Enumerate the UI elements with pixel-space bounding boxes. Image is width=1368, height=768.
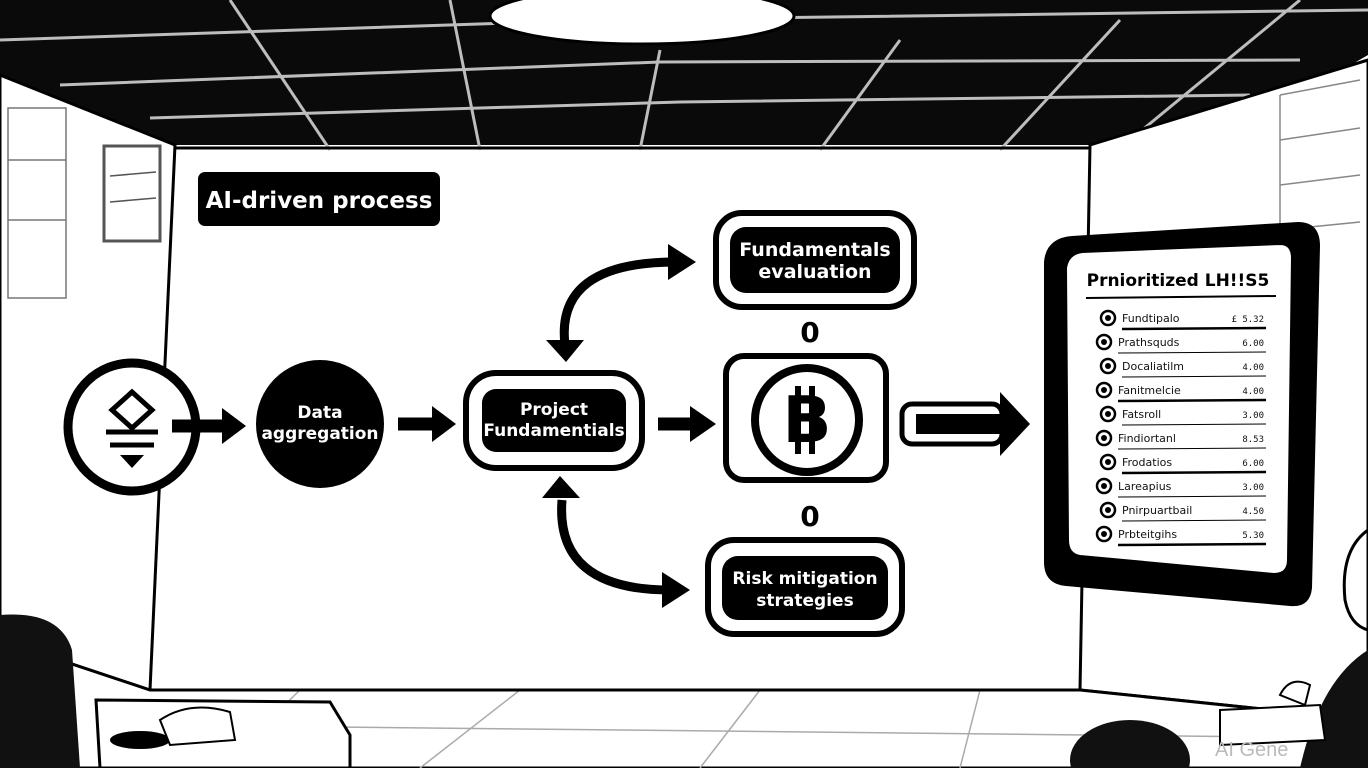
chair-left xyxy=(0,614,80,768)
tablet-list-row: Prbteitgihs 5.30 xyxy=(1095,525,1267,547)
row-value: 4.50 xyxy=(1242,507,1264,517)
tablet-list-row: Findiortanl 8.53 xyxy=(1095,429,1267,450)
fundamentals-evaluation-label-line2: evaluation xyxy=(758,261,871,283)
arrow-aggregation-to-fundamentals xyxy=(398,406,456,442)
row-label: Findiortanl xyxy=(1118,432,1176,445)
row-value: 3.00 xyxy=(1242,483,1264,493)
row-label: Fanitmelcie xyxy=(1118,384,1181,397)
arrow-start-to-aggregation xyxy=(172,408,246,444)
row-value: £ 5.32 xyxy=(1231,315,1264,325)
row-value: 6.00 xyxy=(1242,459,1264,469)
connector-bottom: 0 xyxy=(800,500,819,533)
chair-right xyxy=(1070,720,1190,768)
fundamentals-evaluation-label: Fundamentals xyxy=(739,239,890,261)
tablet-list-row: Docaliatilm 4.00 xyxy=(1099,357,1267,378)
window-sketches xyxy=(7,79,1361,299)
data-aggregation-label-line2: aggregation xyxy=(261,424,378,444)
svg-text:B: B xyxy=(783,384,832,458)
row-value: 4.00 xyxy=(1242,387,1264,397)
bitcoin-icon: B xyxy=(783,384,832,458)
data-aggregation-label: Data xyxy=(297,403,342,423)
person-right xyxy=(1342,528,1368,632)
row-label: Fatsroll xyxy=(1122,408,1161,421)
tablet-list-row: Prathsquds 6.00 xyxy=(1095,333,1267,354)
tablet-list-row: Fundtipalo £ 5.32 xyxy=(1099,309,1267,331)
risk-mitigation-label: Risk mitigation xyxy=(732,569,877,589)
row-value: 3.00 xyxy=(1242,411,1264,421)
row-label: Frodatios xyxy=(1122,456,1172,469)
connector-top: 0 xyxy=(800,316,819,349)
fundamentals-evaluation-node: Fundamentals evaluation xyxy=(713,210,917,310)
row-value: 6.00 xyxy=(1242,339,1264,349)
curved-arrow-top xyxy=(559,257,677,346)
row-label: Pnirpuartbail xyxy=(1122,504,1192,517)
row-label: Lareapius xyxy=(1118,480,1172,493)
tablet-list-row: Lareapius 3.00 xyxy=(1095,477,1267,498)
tablet-list-row: Fatsroll 3.00 xyxy=(1099,405,1267,426)
tablet-title: Prnioritized LH!!S5 xyxy=(1087,271,1270,291)
tablet-list-row: Fanitmelcie 4.00 xyxy=(1095,381,1267,403)
ceiling xyxy=(0,0,1368,145)
arrow-fundamentals-to-bitcoin xyxy=(658,406,716,442)
row-value: 8.53 xyxy=(1242,435,1264,445)
process-title-badge: AI-driven process xyxy=(198,172,440,226)
stacked-chevron-logo-icon xyxy=(106,388,158,448)
row-label: Prathsquds xyxy=(1118,336,1180,349)
prioritized-list-tablet: Prnioritized LH!!S5 Fundtipalo £ 5.32Prat… xyxy=(1044,222,1320,607)
data-aggregation-node: Data aggregation xyxy=(256,360,384,488)
tablet-list-row: Pnirpuartbail 4.50 xyxy=(1099,501,1267,522)
row-label: Prbteitgihs xyxy=(1118,528,1177,541)
bitcoin-node: B xyxy=(723,353,889,483)
watermark: AI Gene xyxy=(1215,739,1288,761)
curved-arrow-bottom xyxy=(557,499,671,595)
ceiling-light xyxy=(488,0,796,46)
row-label: Docaliatilm xyxy=(1122,360,1184,373)
tablet-list-row: Frodatios 6.00 xyxy=(1099,453,1267,475)
project-fundamentals-node: Project Fundamentials xyxy=(463,370,645,471)
risk-mitigation-node: Risk mitigation strategies xyxy=(705,537,905,637)
project-fundamentals-label: Project xyxy=(520,400,588,420)
process-title: AI-driven process xyxy=(206,188,433,214)
row-value: 5.30 xyxy=(1242,531,1264,541)
arrow-bitcoin-to-tablet xyxy=(899,392,1030,456)
project-fundamentals-label-line2: Fundamentials xyxy=(483,421,624,441)
row-label: Fundtipalo xyxy=(1122,312,1180,325)
risk-mitigation-label-line2: strategies xyxy=(756,591,853,611)
row-value: 4.00 xyxy=(1242,363,1264,373)
